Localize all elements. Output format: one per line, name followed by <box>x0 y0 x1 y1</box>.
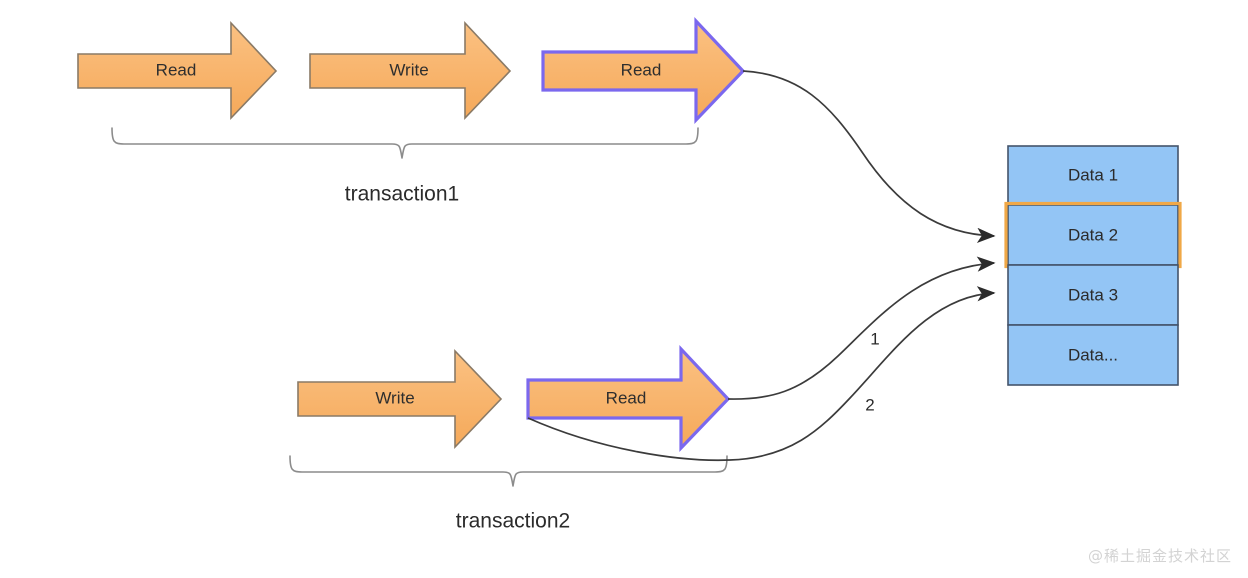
arrow-shape-read-highlighted[interactable] <box>541 16 746 124</box>
transaction1-step-read-2-highlighted[interactable]: Read <box>541 16 746 124</box>
edge-t1-read-to-data2 <box>742 70 996 244</box>
transaction1-label: transaction1 <box>345 183 459 206</box>
transaction1-group: Read Write Read transaction1 <box>77 16 746 206</box>
transaction2-step-read-highlighted[interactable]: Read <box>526 344 731 452</box>
arrow-shape-write[interactable] <box>309 20 512 120</box>
arrow-label: Read <box>621 60 662 79</box>
transaction1-step-write[interactable]: Write <box>309 20 512 120</box>
data-block-label: Data 2 <box>1068 225 1118 244</box>
data-block-2[interactable]: Data 2 <box>1004 201 1182 269</box>
data-block-rect[interactable] <box>1007 324 1179 386</box>
data-block-1[interactable]: Data 1 <box>1007 145 1179 206</box>
arrow-shape-read[interactable] <box>77 20 278 120</box>
data-block-3[interactable]: Data 3 <box>1007 264 1179 326</box>
arrow-label: Write <box>389 60 428 79</box>
arrow-label: Read <box>606 388 647 407</box>
edge-t2-read-to-data2 <box>727 256 996 400</box>
transaction1-brace <box>111 127 699 159</box>
data-block-label: Data 3 <box>1068 285 1118 304</box>
edge-label-2: 2 <box>865 395 874 414</box>
transaction1-step-read-1[interactable]: Read <box>77 20 278 120</box>
data-block-label: Data... <box>1068 345 1118 364</box>
arrow-label: Write <box>375 388 414 407</box>
data-block-label: Data 1 <box>1068 165 1118 184</box>
edge-label-1: 1 <box>870 329 879 348</box>
watermark: @稀土掘金技术社区 <box>1087 547 1232 565</box>
data-store-group: Data 1 Data 2 Data 3 Data... <box>1004 145 1182 386</box>
transaction2-group: Write Read transaction2 <box>289 344 731 533</box>
data-block-rect[interactable] <box>1007 204 1179 266</box>
edge-t2-read-to-data3 <box>527 286 996 462</box>
brace-shape <box>289 455 728 487</box>
brace-shape <box>111 127 699 159</box>
arrow-shape-read-highlighted[interactable] <box>526 344 731 452</box>
data-block-4[interactable]: Data... <box>1007 324 1179 386</box>
connectors-group: 1 2 <box>527 70 996 462</box>
arrow-shape-write[interactable] <box>297 349 503 449</box>
transaction2-brace <box>289 455 728 487</box>
transaction2-step-write[interactable]: Write <box>297 349 503 449</box>
transaction2-label: transaction2 <box>456 510 570 533</box>
arrow-label: Read <box>156 60 197 79</box>
data-block-rect[interactable] <box>1007 145 1179 206</box>
